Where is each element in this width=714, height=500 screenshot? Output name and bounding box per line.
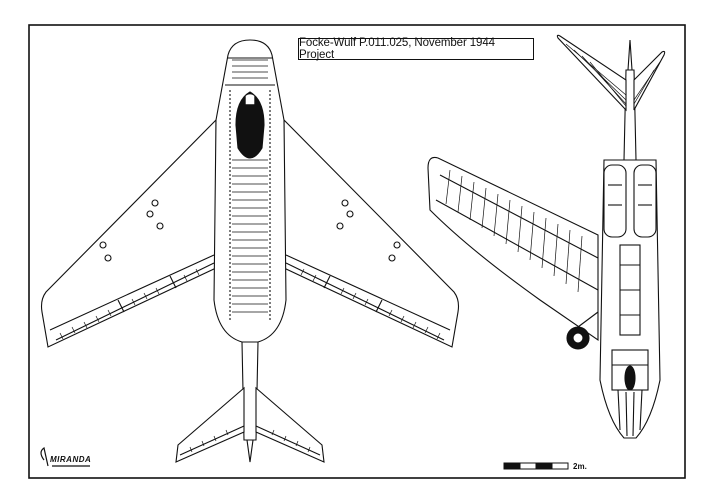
top-view-left-wing [40,118,217,348]
bottom-view-wing [427,156,599,342]
top-view-right-tailplane [255,386,325,463]
top-view-fuselage [213,39,287,343]
bottom-view-nose-gear-icon [624,365,636,391]
bottom-view-right-engine [633,164,657,238]
scale-bar [503,462,569,470]
signature-mark [40,447,90,467]
bottom-view [427,34,666,439]
drawing-title: Focke-Wulf P.011.025, November 1944 Proj… [298,37,534,61]
top-view-left-tailplane [175,386,245,463]
signature: MIRANDA [50,455,92,464]
bottom-view-left-engine [603,164,627,238]
top-view-canopy [235,91,265,159]
bottom-view-tailplane [556,34,627,112]
sheet-border [28,24,686,479]
top-view-right-wing [283,118,460,348]
top-view [40,39,460,463]
scale-label: 2m. [573,462,587,471]
